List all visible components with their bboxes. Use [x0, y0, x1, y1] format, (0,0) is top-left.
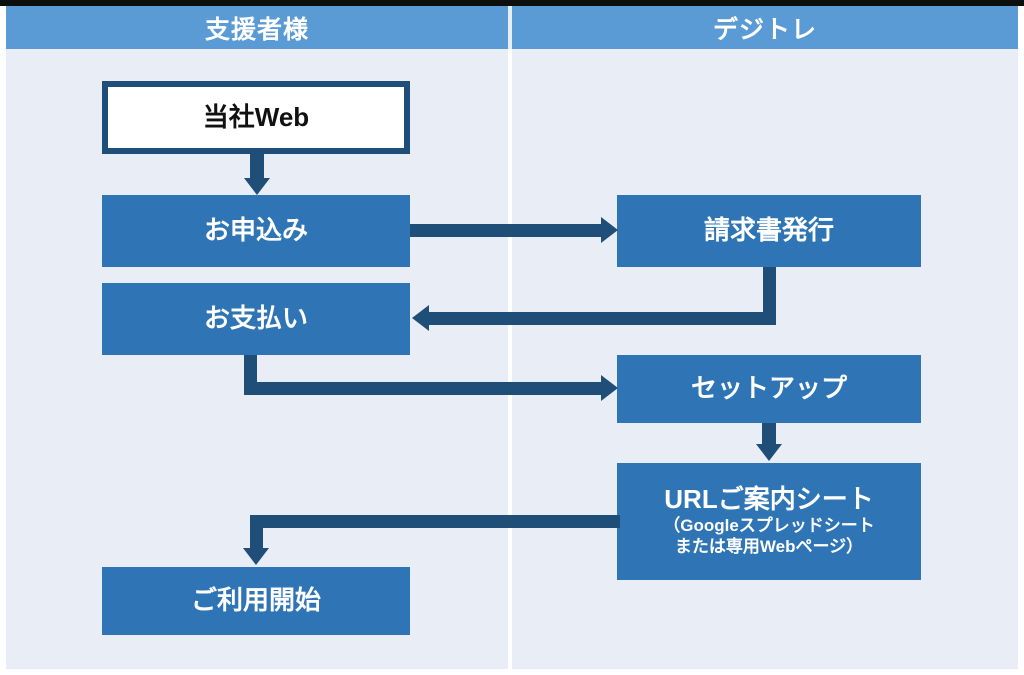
edge-moushikomi-to-seikyusho-arrowhead — [601, 217, 618, 243]
edge-web-to-moushikomi-line — [250, 154, 264, 181]
node-goriyou-kaishi-label: ご利用開始 — [190, 585, 321, 616]
node-tousha-web[interactable]: 当社Web — [102, 81, 410, 154]
lane-header-digitore-label: デジトレ — [712, 15, 817, 44]
edge-setup-to-url-line — [762, 423, 776, 446]
node-url-guide-sheet-sublabel-line1: （Googleスプレッドシート — [663, 516, 875, 536]
edge-seikyusho-to-oshiharai-vertical — [763, 267, 776, 325]
node-tousha-web-label: 当社Web — [202, 101, 310, 132]
node-moushikomi-label: お申込み — [203, 215, 308, 246]
node-goriyou-kaishi[interactable]: ご利用開始 — [102, 567, 410, 635]
lane-divider — [508, 49, 512, 669]
edge-seikyusho-to-oshiharai-arrowhead — [412, 305, 429, 331]
node-oshiharai-label: お支払い — [203, 303, 308, 334]
lane-header-digitore: デジトレ — [512, 6, 1018, 49]
edge-oshiharai-to-setup-arrowhead — [601, 375, 618, 401]
lane-header-supporter: 支援者様 — [6, 6, 508, 49]
top-border-strip — [0, 0, 1024, 6]
edge-url-to-goriyou-vertical — [250, 515, 263, 553]
edge-oshiharai-to-setup-horizontal — [244, 382, 604, 395]
node-seikyusho-hakkou[interactable]: 請求書発行 — [617, 195, 921, 267]
lane-header-supporter-label: 支援者様 — [204, 15, 309, 44]
node-moushikomi[interactable]: お申込み — [102, 195, 410, 267]
edge-web-to-moushikomi-arrowhead — [244, 178, 270, 195]
edge-url-to-goriyou-arrowhead — [243, 548, 269, 565]
node-setup-label: セットアップ — [690, 373, 847, 404]
node-oshiharai[interactable]: お支払い — [102, 283, 410, 355]
edge-seikyusho-to-oshiharai-horizontal — [429, 312, 776, 325]
node-url-guide-sheet[interactable]: URLご案内シート （Googleスプレッドシート または専用Webページ） — [617, 463, 921, 580]
edge-url-to-goriyou-horizontal — [250, 515, 620, 528]
edge-setup-to-url-arrowhead — [756, 444, 782, 461]
node-seikyusho-hakkou-label: 請求書発行 — [703, 215, 834, 246]
node-url-guide-sheet-label: URLご案内シート — [664, 484, 874, 515]
node-url-guide-sheet-sublabel-line2: または専用Webページ） — [674, 537, 864, 557]
node-setup[interactable]: セットアップ — [617, 355, 921, 423]
edge-moushikomi-to-seikyusho-line — [410, 224, 604, 237]
